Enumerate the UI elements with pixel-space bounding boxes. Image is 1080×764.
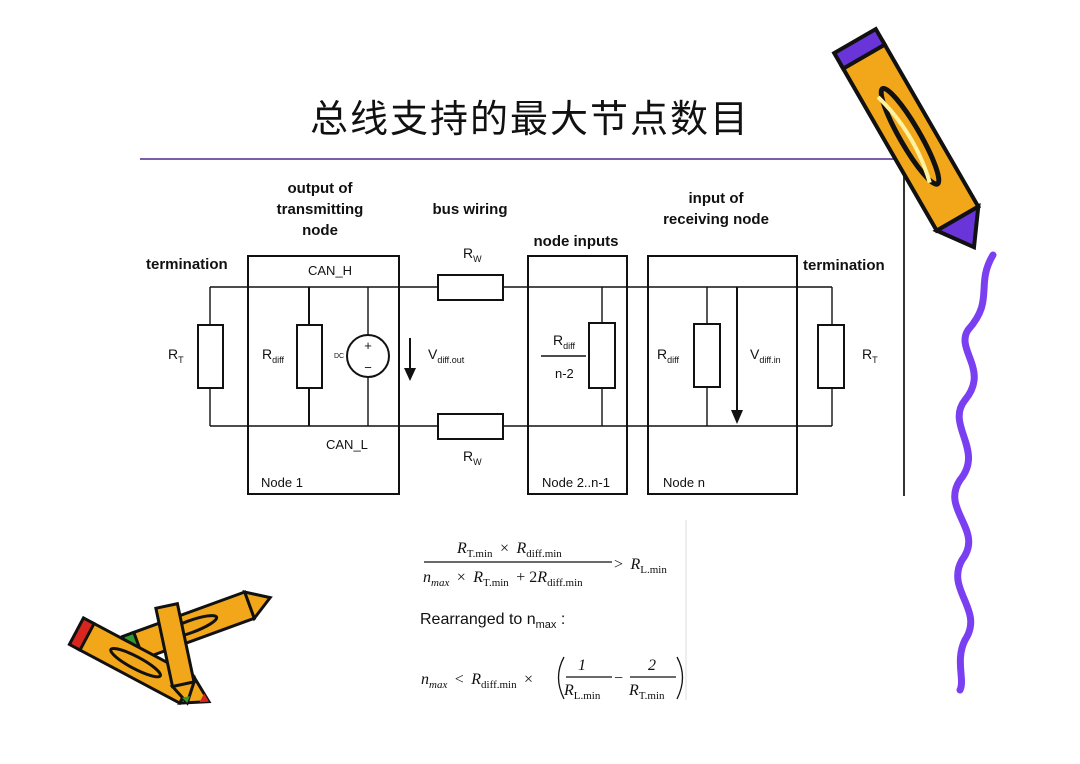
label-can-l: CAN_L: [326, 437, 368, 452]
heading-input-line2: receiving node: [663, 211, 769, 228]
bus-wires: [209, 286, 833, 427]
vdiff-in-arrowhead: [731, 410, 743, 424]
crossed-pencils-icon: [67, 589, 273, 706]
heading-output-line1: output of: [288, 180, 354, 197]
label-noden: Node n: [663, 475, 705, 490]
symbol-rw-bottom: RW: [463, 448, 482, 467]
resistor-rw-top: [437, 274, 504, 301]
symbol-n-minus-2: n-2: [555, 366, 574, 381]
label-can-h: CAN_H: [308, 263, 352, 278]
formula-2-lhs: nmax < Rdiff.min ×: [421, 671, 533, 692]
label-node1: Node 1: [261, 475, 303, 490]
arrows: [404, 338, 743, 424]
resistor-rdiff-node2: [588, 322, 616, 389]
diagram-headings: output of transmitting node bus wiring i…: [146, 180, 885, 274]
dc-label: DC: [334, 353, 344, 360]
noden-box: [647, 255, 798, 495]
heading-bus-wiring: bus wiring: [433, 201, 508, 218]
resistor-rt-right: [817, 324, 845, 389]
formula-2-left-paren: [557, 656, 565, 700]
node1-box: [247, 255, 400, 495]
heading-termination-left: termination: [146, 256, 228, 273]
formula-1-numerator: RT.min × Rdiff.min: [456, 540, 562, 561]
formula-1-rhs: > RL.min: [614, 556, 667, 576]
heading-output-line2: transmitting: [277, 201, 364, 218]
rearranged-caption: Rearranged to nmax :: [420, 611, 565, 631]
formula-2-minus: −: [614, 670, 623, 687]
heading-input-line1: input of: [689, 190, 745, 207]
dc-voltage-source: [346, 334, 390, 378]
slide-title: 总线支持的最大节点数目: [309, 97, 750, 141]
node-boxes: [247, 255, 798, 495]
heading-termination-right: termination: [803, 257, 885, 274]
dc-minus: −: [364, 360, 372, 375]
resistor-rw-bottom: [437, 413, 504, 440]
symbol-rt-right: RT: [862, 346, 878, 365]
formula-2-frac2-num: 2: [648, 657, 656, 674]
slide-right-rule: [903, 158, 905, 496]
title-rule: [140, 158, 905, 160]
resistor-rdiff-noden: [693, 323, 721, 388]
formula-1-denominator: nmax × RT.min + 2Rdiff.min: [423, 569, 583, 590]
symbol-rw-top: RW: [463, 245, 482, 264]
heading-output-line3: node: [302, 222, 338, 239]
squiggle-line-icon: [951, 251, 997, 694]
formula-2-frac2-den: RT.min: [628, 682, 665, 702]
formula-2-frac1-num: 1: [578, 657, 586, 674]
heading-node-inputs: node inputs: [534, 233, 619, 250]
symbol-rdiff-noden: Rdiff: [657, 346, 679, 365]
symbol-vdiff-in: Vdiff.in: [750, 346, 781, 365]
symbol-vdiff-out: Vdiff.out: [428, 346, 465, 365]
dc-plus: +: [364, 338, 372, 353]
symbol-rdiff-node2: Rdiff: [553, 332, 575, 351]
resistors: [197, 274, 845, 440]
pencil-icon: [831, 26, 982, 251]
component-symbols: RT Rdiff Vdiff.out RW RW Rdiff n-2 Rdiff…: [168, 245, 878, 467]
resistor-rt-left: [197, 324, 224, 389]
formula-1: RT.min × Rdiff.min nmax × RT.min + 2Rdif…: [423, 540, 667, 590]
symbol-rt-left: RT: [168, 346, 184, 365]
label-node2: Node 2..n-1: [542, 475, 610, 490]
diagram-labels: CAN_H CAN_L Node 1 Node 2..n-1 Node n: [261, 263, 705, 490]
symbol-rdiff-node1: Rdiff: [262, 346, 284, 365]
vdiff-out-arrowhead: [404, 368, 416, 381]
resistor-rdiff-node1: [296, 324, 323, 389]
formula-2: nmax < Rdiff.min × 1 RL.min − 2 RT.min: [421, 656, 684, 702]
node2-box: [527, 255, 628, 495]
formula-2-right-paren: [676, 656, 684, 700]
formula-2-frac1-den: RL.min: [563, 682, 601, 702]
